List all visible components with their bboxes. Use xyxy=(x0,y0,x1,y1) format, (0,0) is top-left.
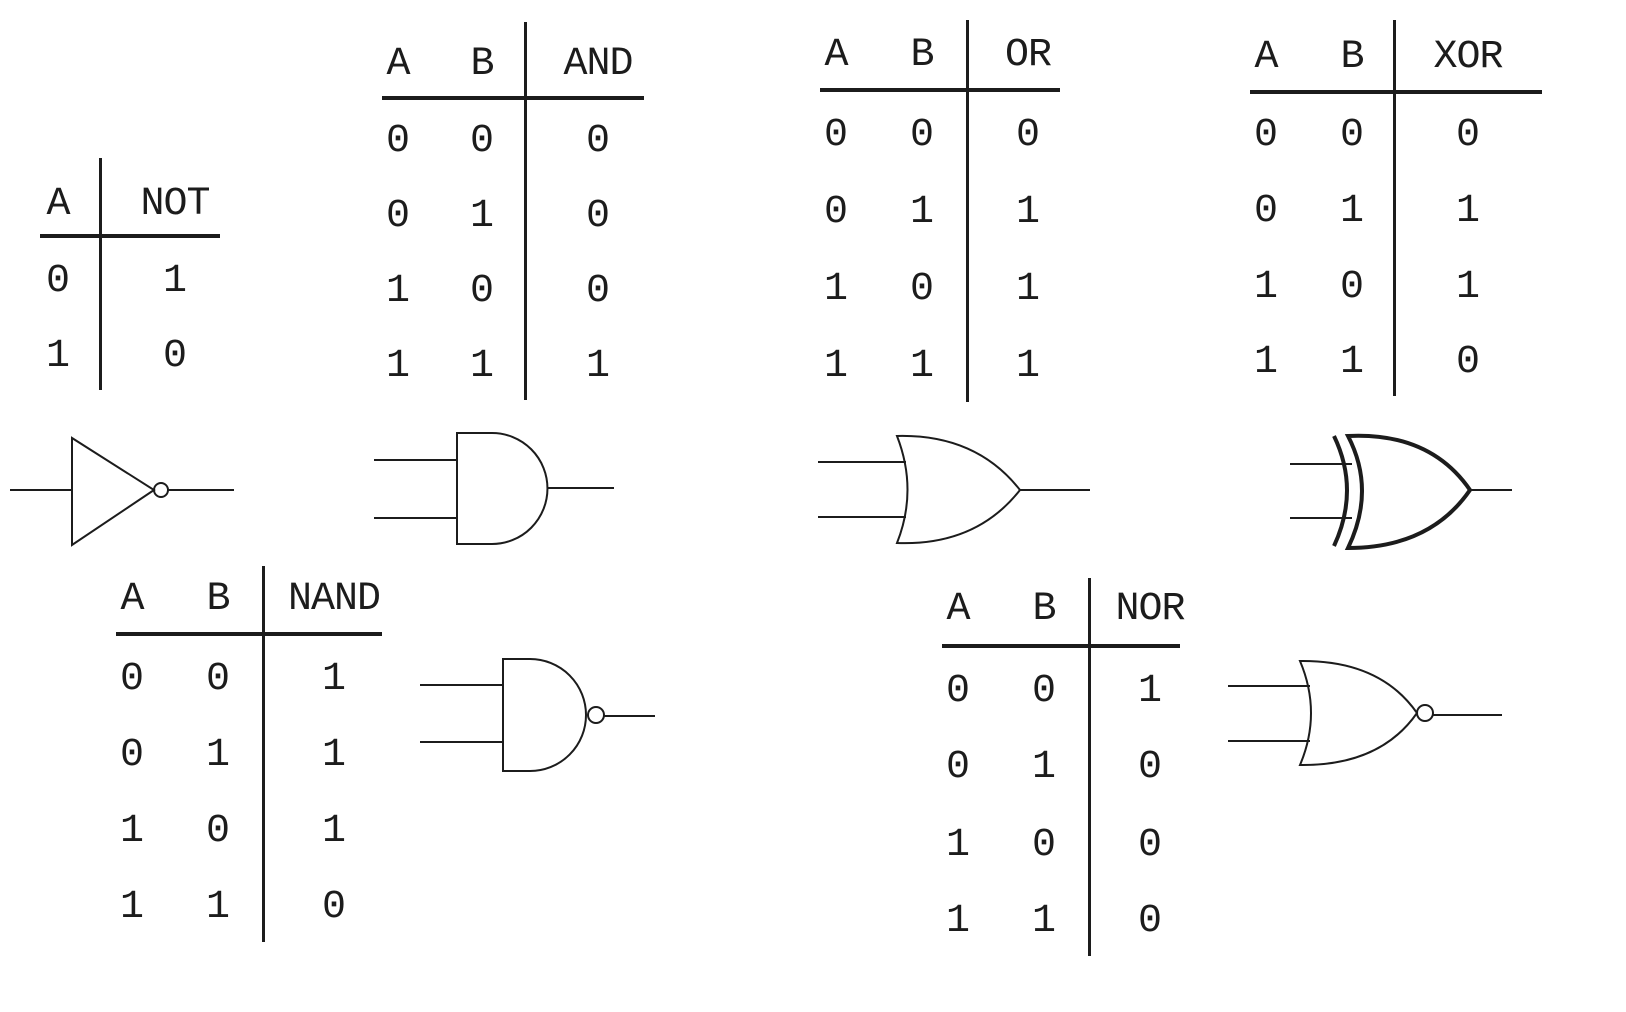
cell-r3-a: 1 xyxy=(1253,340,1278,385)
header-nand: NAND xyxy=(287,577,381,622)
cell-r0-b: 0 xyxy=(909,113,934,158)
header-rule xyxy=(382,96,644,100)
header-nor: NOR xyxy=(1115,587,1185,632)
cell-r1-out: 0 xyxy=(162,334,187,379)
header-and: AND xyxy=(563,42,633,87)
header-rule xyxy=(1250,90,1542,94)
cell-r2-out: 1 xyxy=(321,809,346,854)
cell-r3-out: 0 xyxy=(1455,340,1480,385)
cell-r0-out: 1 xyxy=(1137,669,1162,714)
header-or: OR xyxy=(1004,33,1052,78)
cell-r3-a: 1 xyxy=(945,899,970,944)
header-rule xyxy=(116,632,382,636)
cell-r0-a: 0 xyxy=(823,113,848,158)
header-a: A xyxy=(120,577,144,622)
cell-r1-b: 1 xyxy=(1031,745,1056,790)
cell-r1-b: 1 xyxy=(1339,189,1364,234)
column-divider xyxy=(966,20,969,402)
cell-r1-b: 1 xyxy=(205,733,230,778)
cell-r0-a: 0 xyxy=(385,119,410,164)
cell-r3-out: 1 xyxy=(1015,344,1040,389)
cell-r0-a: 0 xyxy=(45,259,70,304)
header-b: B xyxy=(910,33,934,78)
cell-r1-out: 1 xyxy=(321,733,346,778)
header-a: A xyxy=(386,42,410,87)
cell-r2-a: 1 xyxy=(823,267,848,312)
cell-r2-b: 0 xyxy=(1031,823,1056,868)
cell-r0-a: 0 xyxy=(1253,113,1278,158)
cell-r0-a: 0 xyxy=(119,657,144,702)
header-a: A xyxy=(946,587,970,632)
cell-r0-out: 0 xyxy=(1455,113,1480,158)
cell-r0-b: 0 xyxy=(1339,113,1364,158)
cell-r1-out: 0 xyxy=(585,194,610,239)
cell-r0-b: 0 xyxy=(205,657,230,702)
cell-r1-b: 1 xyxy=(469,194,494,239)
cell-r0-b: 0 xyxy=(469,119,494,164)
cell-r2-b: 0 xyxy=(909,267,934,312)
cell-r2-b: 0 xyxy=(1339,265,1364,310)
cell-r3-a: 1 xyxy=(823,344,848,389)
cell-r2-out: 1 xyxy=(1455,265,1480,310)
cell-r3-b: 1 xyxy=(1031,899,1056,944)
cell-r1-out: 1 xyxy=(1015,190,1040,235)
cell-r2-out: 0 xyxy=(1137,823,1162,868)
cell-r0-out: 1 xyxy=(321,657,346,702)
header-a: A xyxy=(46,182,70,227)
column-divider xyxy=(524,22,527,400)
cell-r1-a: 0 xyxy=(1253,189,1278,234)
cell-r3-b: 1 xyxy=(1339,340,1364,385)
cell-r1-a: 0 xyxy=(945,745,970,790)
column-divider xyxy=(99,158,102,390)
header-b: B xyxy=(206,577,230,622)
cell-r1-out: 1 xyxy=(1455,189,1480,234)
cell-r3-b: 1 xyxy=(205,885,230,930)
header-b: B xyxy=(470,42,494,87)
cell-r0-out: 1 xyxy=(162,259,187,304)
cell-r2-out: 1 xyxy=(1015,267,1040,312)
header-b: B xyxy=(1032,587,1056,632)
cell-r1-a: 0 xyxy=(119,733,144,778)
column-divider xyxy=(1088,578,1091,956)
header-a: A xyxy=(1254,35,1278,80)
header-b: B xyxy=(1340,35,1364,80)
cell-r2-out: 0 xyxy=(585,269,610,314)
cell-r3-a: 1 xyxy=(119,885,144,930)
cell-r2-a: 1 xyxy=(385,269,410,314)
cell-r1-a: 1 xyxy=(45,334,70,379)
column-divider xyxy=(1393,20,1396,396)
cell-r2-b: 0 xyxy=(469,269,494,314)
header-rule xyxy=(40,234,220,238)
cell-r1-a: 0 xyxy=(385,194,410,239)
cell-r0-a: 0 xyxy=(945,669,970,714)
cell-r2-b: 0 xyxy=(205,809,230,854)
cell-r3-out: 0 xyxy=(1137,899,1162,944)
cell-r2-a: 1 xyxy=(1253,265,1278,310)
cell-r2-a: 1 xyxy=(119,809,144,854)
column-divider xyxy=(262,566,265,942)
cell-r0-out: 0 xyxy=(585,119,610,164)
header-rule xyxy=(820,88,1060,92)
cell-r3-b: 1 xyxy=(909,344,934,389)
header-xor: XOR xyxy=(1433,35,1503,80)
cell-r3-out: 1 xyxy=(585,344,610,389)
cell-r3-b: 1 xyxy=(469,344,494,389)
header-a: A xyxy=(824,33,848,78)
cell-r2-a: 1 xyxy=(945,823,970,868)
header-rule xyxy=(942,644,1180,648)
cell-r1-out: 0 xyxy=(1137,745,1162,790)
cell-r1-a: 0 xyxy=(823,190,848,235)
cell-r3-a: 1 xyxy=(385,344,410,389)
header-not: NOT xyxy=(140,182,210,227)
cell-r0-b: 0 xyxy=(1031,669,1056,714)
cell-r0-out: 0 xyxy=(1015,113,1040,158)
cell-r3-out: 0 xyxy=(321,885,346,930)
cell-r1-b: 1 xyxy=(909,190,934,235)
